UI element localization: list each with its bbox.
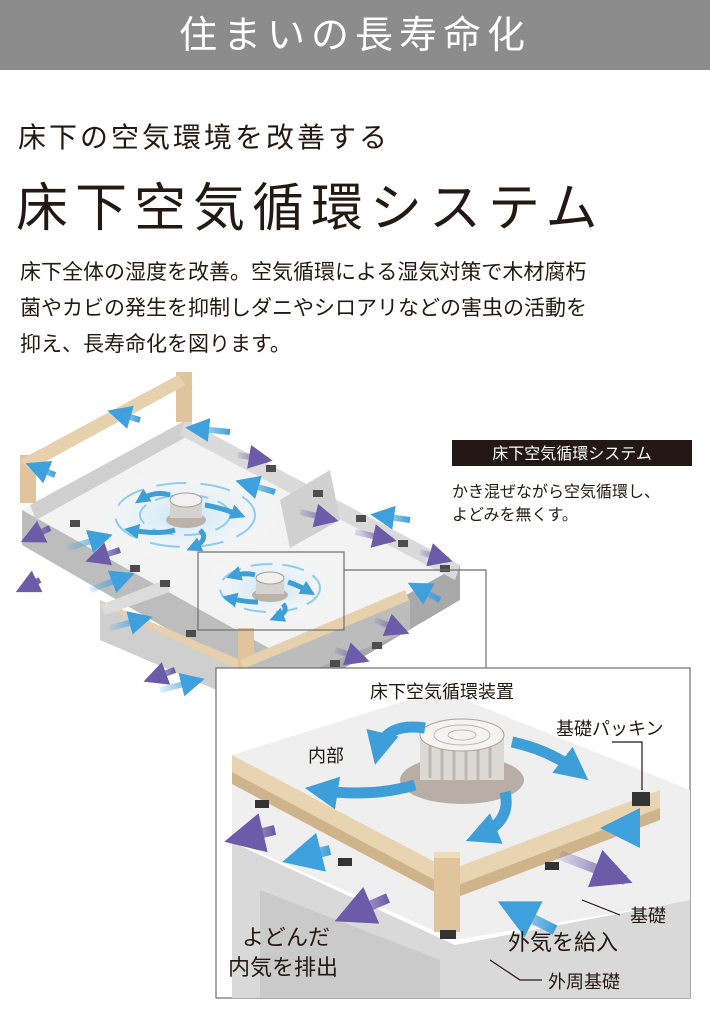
underfloor-illustration: 床下空気循環システム かき混ぜながら空気循環し、 よどみを無くす。 床下空気循環… <box>15 372 692 999</box>
leader-outer-foundation <box>489 959 542 981</box>
label-packing: 基礎パッキン <box>556 719 663 740</box>
label-inside: 内部 <box>308 746 344 767</box>
label-supply: 外気を給入 <box>508 931 618 956</box>
intake-arrow-icon <box>282 808 660 938</box>
description-line: 床下全体の湿度を改善。空気循環による湿気対策で木材腐朽 <box>20 260 587 284</box>
label-stagnant-line2: 内気を排出 <box>228 956 338 981</box>
header-band <box>0 0 710 70</box>
callout-badge-text: 床下空気循環システム <box>492 444 652 463</box>
circulation-arrow-icon <box>124 488 316 622</box>
description-line: 抑え、長寿命化を図ります。 <box>20 332 291 356</box>
fan-device-icon <box>400 718 524 804</box>
label-stagnant-line1: よどんだ <box>242 926 330 951</box>
description: 床下全体の湿度を改善。空気循環による湿気対策で木材腐朽 菌やカビの発生を抑制しダ… <box>20 254 700 362</box>
leader-packing <box>612 741 643 790</box>
fan-device-icon <box>166 492 288 602</box>
subtitle: 床下の空気環境を改善する <box>18 121 391 154</box>
zoom-frame <box>197 551 345 631</box>
callout-text-line: よどみを無くす。 <box>452 505 578 524</box>
leader-foundation <box>581 899 621 916</box>
zoom-leader <box>344 569 487 668</box>
header-title: 住まいの長寿命化 <box>178 13 531 57</box>
circulation-arrow-icon <box>304 721 589 844</box>
label-device: 床下空気循環装置 <box>370 682 514 703</box>
callout-text-line: かき混ぜながら空気循環し、 <box>452 482 660 501</box>
exhaust-arrow-icon <box>224 813 633 924</box>
description-line: 菌やカビの発生を抑制しダニやシロアリなどの害虫の活動を <box>20 296 587 320</box>
callout-badge <box>452 440 692 466</box>
page-title: 床下空気循環システム <box>16 179 605 239</box>
label-foundation: 基礎 <box>630 906 666 927</box>
intake-arrow-icon <box>25 405 442 697</box>
label-outer-foundation: 外周基礎 <box>548 972 620 993</box>
exhaust-arrow-icon <box>15 445 453 695</box>
